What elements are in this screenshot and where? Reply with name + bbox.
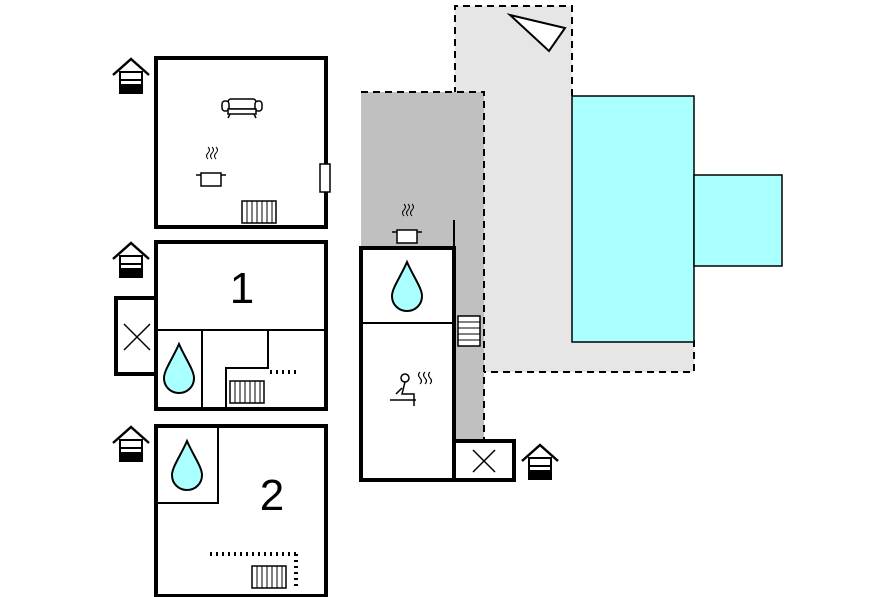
entrance-icon [111, 57, 151, 95]
entrance-icon [520, 443, 560, 481]
room-number-2: 2 [260, 471, 284, 520]
wall [156, 426, 219, 504]
sauna-icon [390, 371, 433, 406]
window [319, 163, 331, 193]
toilet-icon [123, 323, 151, 351]
toilet-icon [472, 449, 496, 473]
entrance-icon [111, 425, 151, 463]
radiator-icon [251, 565, 287, 589]
pool-extension [693, 174, 783, 267]
stairs-icon [457, 315, 481, 347]
pool [571, 95, 695, 343]
compass-icon [506, 13, 567, 53]
wall [225, 330, 269, 409]
covered-area-outline [361, 91, 485, 441]
radiator-icon [229, 380, 265, 404]
room-number-1: 1 [230, 264, 254, 313]
living-room [154, 56, 328, 229]
terrace-outline [484, 340, 695, 373]
radiator-icon [241, 200, 277, 224]
toilet [114, 296, 158, 376]
terrace-outline [454, 5, 573, 96]
sofa-icon [221, 98, 263, 119]
entrance-icon [111, 241, 151, 279]
